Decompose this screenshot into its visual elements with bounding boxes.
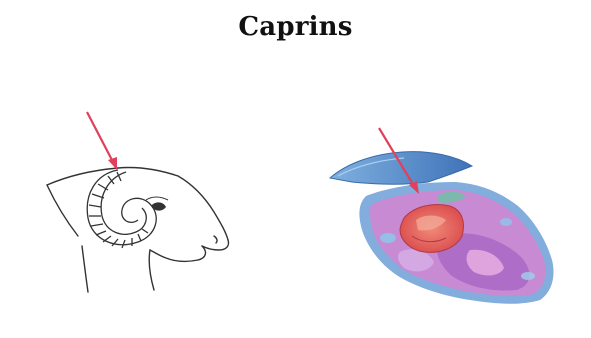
horn-section: [330, 152, 472, 185]
